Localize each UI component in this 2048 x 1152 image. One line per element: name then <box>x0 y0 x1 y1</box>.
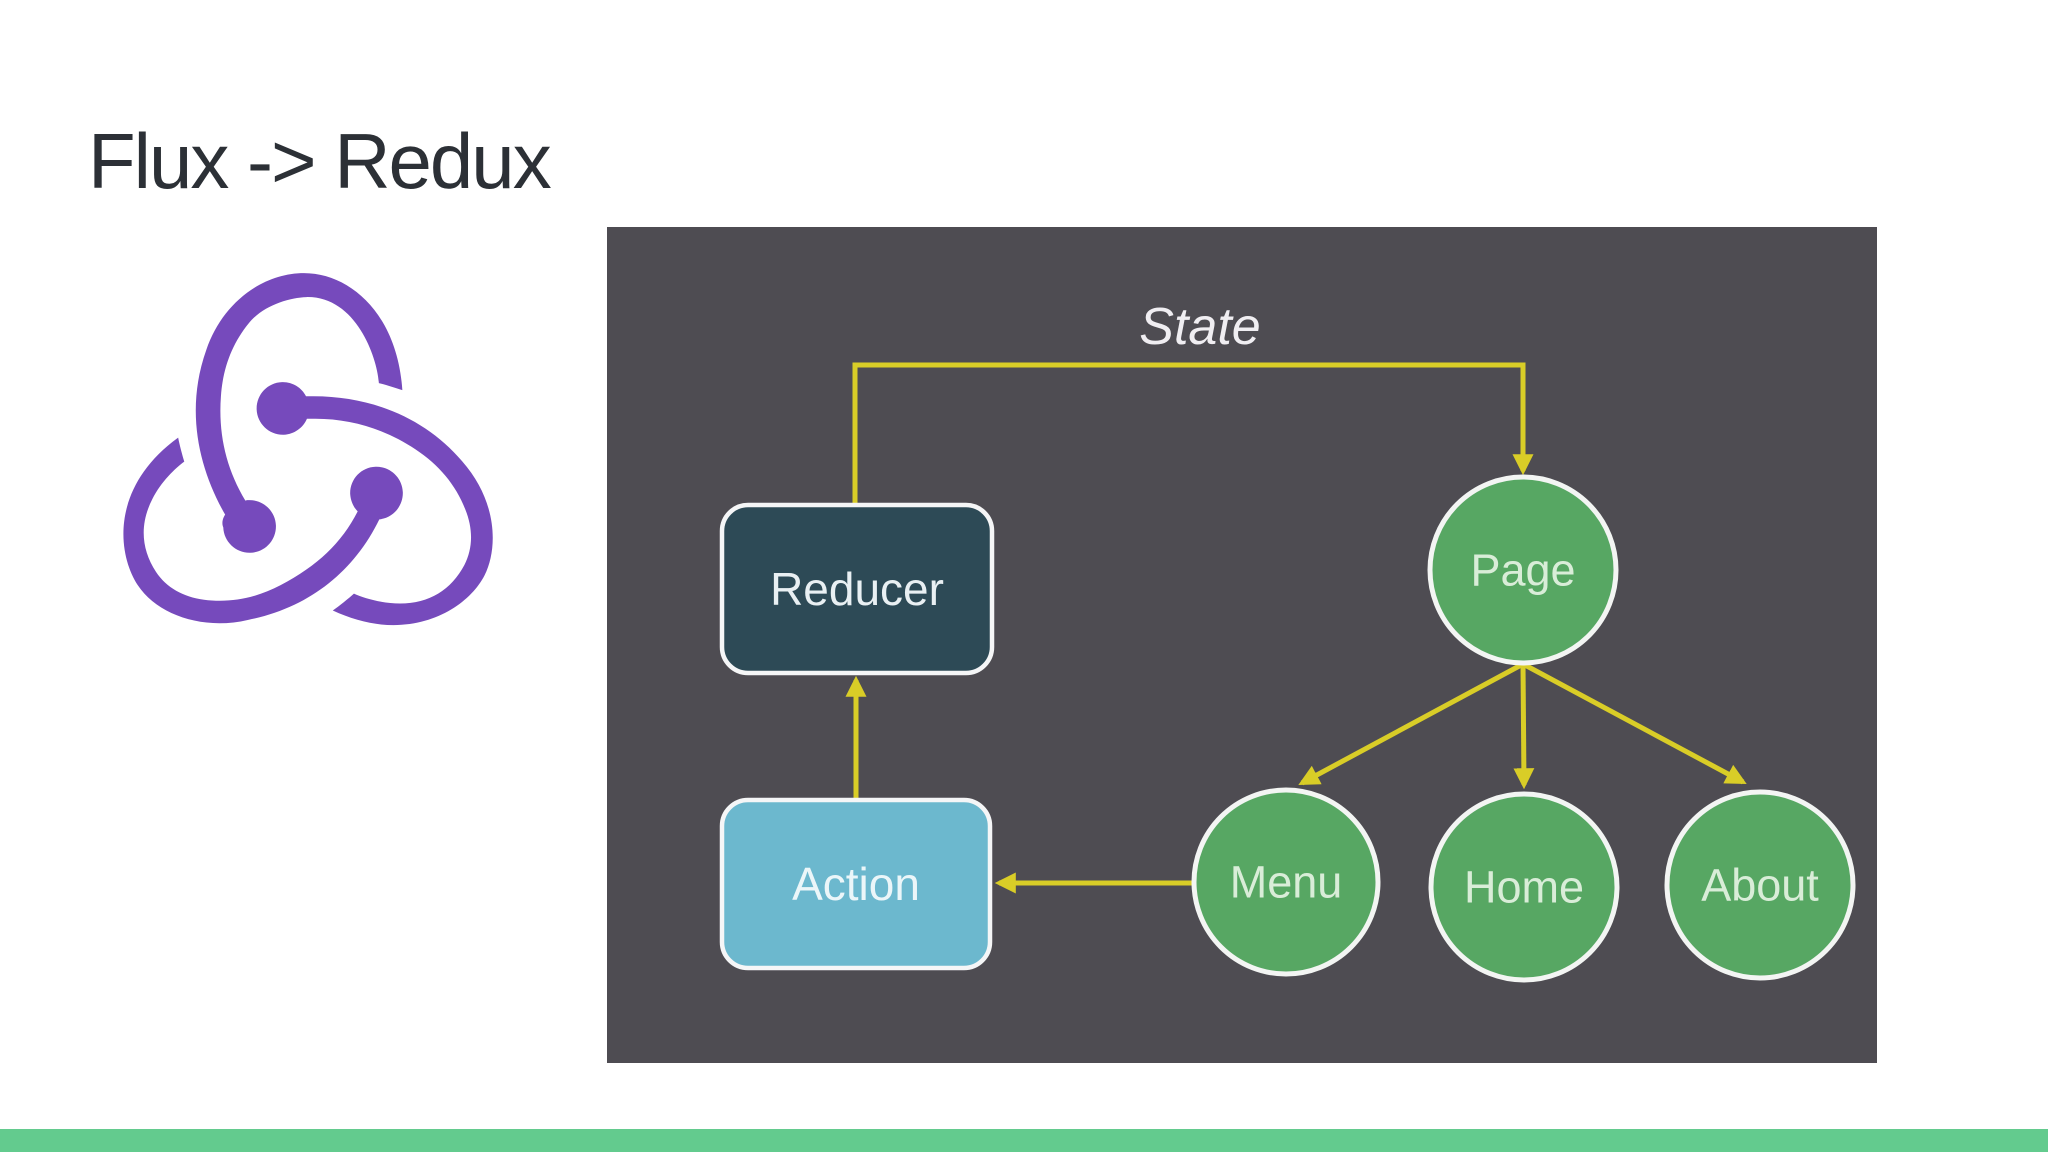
reducer-label: Reducer <box>770 563 944 615</box>
action-label: Action <box>792 858 920 910</box>
edge-reducer-state-page <box>852 362 1534 505</box>
redux-logo-path <box>123 273 493 626</box>
menu-node <box>1191 787 1381 977</box>
about-node <box>1664 789 1856 981</box>
redux-logo-icon <box>123 273 493 626</box>
menu-label: Menu <box>1230 857 1343 908</box>
page-label: Page <box>1470 545 1575 596</box>
footer-accent-rect <box>0 1129 2048 1152</box>
page-title: Flux -> Redux <box>88 117 552 205</box>
about-label: About <box>1701 860 1819 911</box>
state-label: State <box>1139 298 1260 356</box>
reducer-node <box>719 502 995 676</box>
page-node <box>1427 474 1619 666</box>
edge-page-to-home <box>1513 663 1535 790</box>
flux-diagram-panel: State Reducer Action Page Menu Home Abou… <box>607 227 1877 1063</box>
home-label: Home <box>1464 862 1584 913</box>
home-node <box>1428 791 1620 983</box>
edge-page-to-about <box>1521 661 1747 785</box>
action-node <box>719 797 993 971</box>
footer-accent-bar <box>0 1129 2048 1152</box>
edge-page-to-menu <box>1298 661 1525 786</box>
